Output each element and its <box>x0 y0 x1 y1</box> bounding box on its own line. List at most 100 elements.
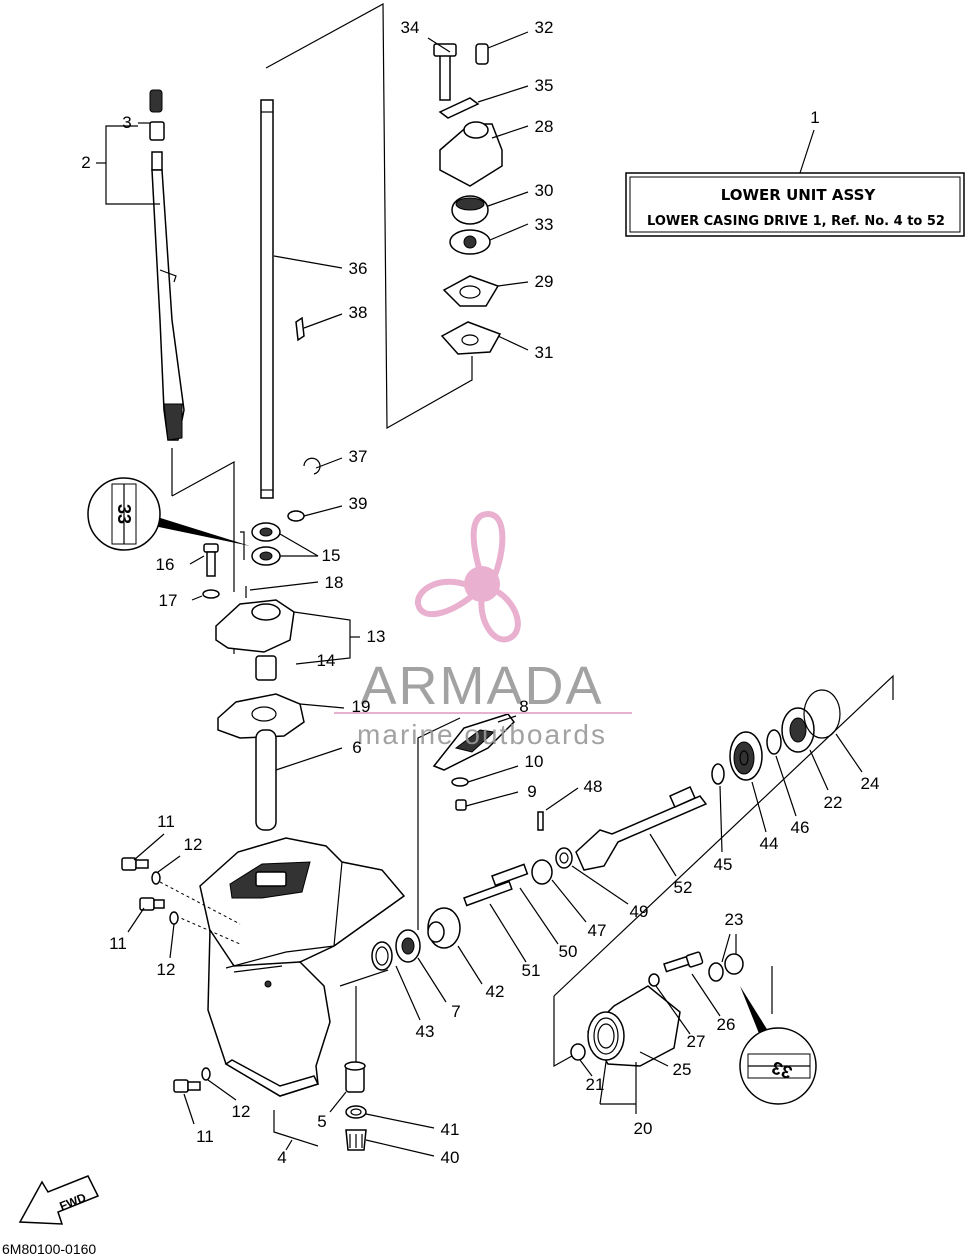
callout-21: 21 <box>586 1075 605 1094</box>
leader-12c <box>207 1079 237 1101</box>
callout-27: 27 <box>687 1032 706 1051</box>
leader-43 <box>395 965 421 1021</box>
callout-7: 7 <box>451 1002 460 1021</box>
leader-4 <box>285 1139 293 1151</box>
bearing-housing-group[interactable] <box>202 522 305 831</box>
water-pump-group[interactable] <box>433 43 503 355</box>
callout-23: 23 <box>725 910 744 929</box>
callout-numbers: 1234567891011111112121213141516171819202… <box>81 18 879 1167</box>
leader-46 <box>775 755 797 817</box>
forward-arrow: FWD <box>18 1175 100 1225</box>
pin-38[interactable] <box>295 316 305 342</box>
callout-14: 14 <box>317 651 336 670</box>
callout-11: 11 <box>196 1127 214 1146</box>
leader-18 <box>249 581 319 591</box>
bracket-15 <box>240 531 245 560</box>
callout-45: 45 <box>714 855 733 874</box>
leader-44 <box>751 781 767 833</box>
leader-22 <box>809 749 829 791</box>
callout-15: 15 <box>322 546 341 565</box>
leader-47 <box>551 879 587 923</box>
circlip-37[interactable] <box>303 457 321 475</box>
leader-19 <box>299 703 345 709</box>
callout-34: 34 <box>401 18 420 37</box>
gear-train[interactable] <box>371 786 708 971</box>
leader-28 <box>491 125 529 139</box>
leader-30 <box>487 191 529 207</box>
washer-39[interactable] <box>287 510 305 522</box>
leader-26 <box>691 973 721 1017</box>
shift-rod-assembly[interactable] <box>149 89 185 441</box>
callout-36: 36 <box>349 259 368 278</box>
leader-24 <box>835 733 863 773</box>
callout-46: 46 <box>791 818 810 837</box>
propeller-logo <box>414 510 521 643</box>
watermark-tagline: marine outboards <box>357 719 607 750</box>
leader-17 <box>191 595 203 601</box>
prop-shaft-bearing-group[interactable] <box>711 689 841 785</box>
callout-11: 11 <box>157 812 175 831</box>
leader-41 <box>365 1113 435 1129</box>
loctite-symbol-upper: 33 <box>114 504 134 524</box>
callout-1: 1 <box>810 108 819 127</box>
leader-36 <box>273 255 343 269</box>
casing-bolts[interactable] <box>121 857 211 1093</box>
callout-12: 12 <box>157 960 176 979</box>
callout-35: 35 <box>535 76 554 95</box>
leader-49 <box>571 865 629 905</box>
callout-41: 41 <box>441 1120 460 1139</box>
drive-shaft[interactable] <box>260 99 274 499</box>
callout-9: 9 <box>527 782 536 801</box>
bracket-13-14 <box>293 611 351 665</box>
lower-casing[interactable] <box>159 837 406 1097</box>
callout-10: 10 <box>525 752 544 771</box>
leader-11c <box>183 1093 195 1125</box>
callout-19: 19 <box>352 697 371 716</box>
callout-20: 20 <box>634 1119 653 1138</box>
prop-shaft-housing-group[interactable] <box>570 951 744 1067</box>
diagram-code: 6M80100-0160 <box>2 1241 96 1256</box>
callout-52: 52 <box>674 878 693 897</box>
callout-24: 24 <box>861 774 880 793</box>
drain-plug-group[interactable] <box>344 1061 367 1151</box>
callout-29: 29 <box>535 272 554 291</box>
watermark-brand: ARMADA <box>360 656 603 716</box>
callout-2: 2 <box>81 153 90 172</box>
callout-37: 37 <box>349 447 368 466</box>
leader-52 <box>649 833 677 877</box>
callout-43: 43 <box>416 1022 435 1041</box>
assembly-title: LOWER UNIT ASSY <box>721 186 877 204</box>
callout-16: 16 <box>156 555 175 574</box>
leader-20a <box>599 1061 607 1105</box>
leader-21 <box>579 1059 593 1077</box>
loctite-bubble-upper: 33 <box>87 477 250 551</box>
callout-12: 12 <box>232 1102 251 1121</box>
callout-5: 5 <box>317 1112 326 1131</box>
leader-32 <box>487 31 529 49</box>
leader-39 <box>303 505 343 517</box>
callout-22: 22 <box>824 793 843 812</box>
leader-11b <box>127 907 145 933</box>
leader-11a <box>133 833 165 861</box>
callout-30: 30 <box>535 181 554 200</box>
leader-10 <box>467 765 519 783</box>
leader-35 <box>477 85 529 103</box>
callout-18: 18 <box>325 573 344 592</box>
callout-47: 47 <box>588 921 607 940</box>
leader-50 <box>519 887 559 945</box>
callout-51: 51 <box>522 961 541 980</box>
callout-25: 25 <box>673 1060 692 1079</box>
leader-42 <box>457 945 483 985</box>
assembly-subtitle: LOWER CASING DRIVE 1, Ref. No. 4 to 52 <box>647 214 945 229</box>
frame-lines <box>171 2 894 1068</box>
callout-4: 4 <box>277 1148 286 1167</box>
callout-8: 8 <box>519 697 528 716</box>
callout-12: 12 <box>184 835 203 854</box>
armada-watermark: ARMADA marine outboards <box>334 510 632 750</box>
callout-32: 32 <box>535 18 554 37</box>
leader-33 <box>489 223 529 241</box>
leader-5 <box>329 1091 347 1113</box>
callout-50: 50 <box>559 942 578 961</box>
leader-2-3 <box>105 125 160 205</box>
